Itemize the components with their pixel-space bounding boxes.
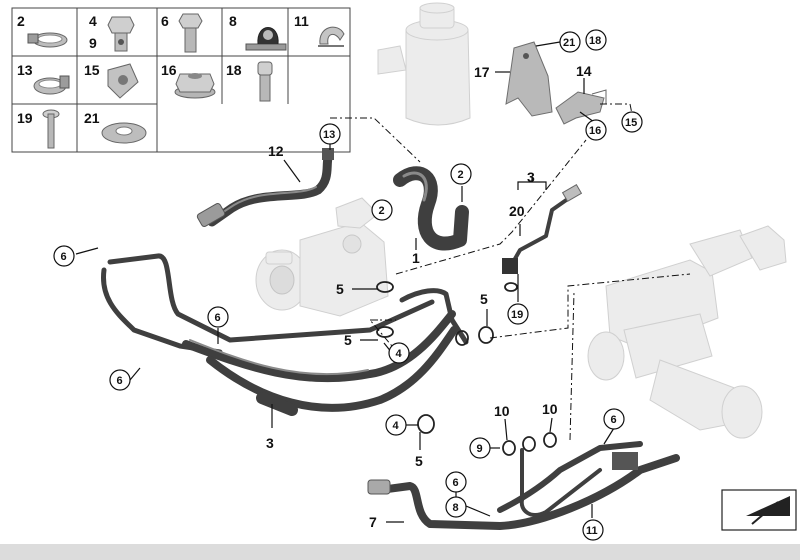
callout-3: 3 xyxy=(527,169,535,185)
callout-18: 18 xyxy=(589,35,601,47)
leaders xyxy=(75,41,615,523)
callout-13: 13 xyxy=(323,129,335,141)
callout-16: 16 xyxy=(589,125,601,137)
clip-nut-icon xyxy=(107,63,139,99)
flange-nut-icon xyxy=(174,73,216,99)
callout-5: 5 xyxy=(415,453,423,469)
callout-10: 10 xyxy=(542,401,558,417)
callout-6: 6 xyxy=(215,312,221,324)
table-num-9: 9 xyxy=(89,35,97,51)
parts-table: 2 4 9 6 8 11 xyxy=(11,7,351,153)
callout-6: 6 xyxy=(611,414,617,426)
callout-4: 4 xyxy=(396,348,403,360)
line-3-upper xyxy=(101,253,469,416)
socket-screw-icon xyxy=(257,61,273,102)
folded-corner-icon xyxy=(721,489,797,531)
callout-10: 10 xyxy=(494,403,510,419)
power-steering-pump-icon xyxy=(255,197,389,317)
table-num: 2 xyxy=(17,13,25,29)
hose-clamp-icon xyxy=(33,75,70,95)
bolt-icon xyxy=(42,109,60,149)
callout-20: 20 xyxy=(509,203,525,219)
table-num: 16 xyxy=(161,62,177,78)
callout-12: 12 xyxy=(268,143,284,159)
table-num: 4 xyxy=(89,13,97,29)
table-num: 15 xyxy=(84,62,100,78)
callout-6: 6 xyxy=(117,375,123,387)
hose-12 xyxy=(196,148,334,227)
spring-clip-icon xyxy=(318,26,345,47)
callout-2: 2 xyxy=(458,169,464,181)
bracket-icon xyxy=(505,41,553,117)
line-7 xyxy=(367,441,680,530)
callouts: 1 2 2 3 3 4 4 5 5 5 5 6 6 6 6 6 7 8 9 10… xyxy=(53,29,643,541)
callout-4: 4 xyxy=(393,420,400,432)
bottom-strip xyxy=(0,544,800,560)
rubber-mount-clip-icon xyxy=(245,27,287,51)
hose-1 xyxy=(393,166,469,251)
callout-6: 6 xyxy=(453,477,459,489)
table-num: 13 xyxy=(17,62,33,78)
pipe-20 xyxy=(502,183,583,274)
callout-19: 19 xyxy=(511,309,523,321)
steering-gear-icon xyxy=(587,225,787,439)
callout-9: 9 xyxy=(477,443,483,455)
callout-17: 17 xyxy=(474,64,490,80)
callout-8: 8 xyxy=(453,502,459,514)
dashed-leaders xyxy=(330,103,691,441)
table-num: 19 xyxy=(17,110,33,126)
reservoir-icon xyxy=(377,2,471,126)
callout-1: 1 xyxy=(412,250,420,266)
table-num: 8 xyxy=(229,13,237,29)
table-num: 11 xyxy=(294,13,309,29)
callout-5: 5 xyxy=(480,291,488,307)
hose-clamp-icon xyxy=(27,32,68,48)
table-num: 21 xyxy=(84,110,100,126)
callout-5: 5 xyxy=(336,281,344,297)
callout-5: 5 xyxy=(344,332,352,348)
hollow-bolt-icon xyxy=(107,16,135,52)
callout-7: 7 xyxy=(369,514,377,530)
hex-bolt-icon xyxy=(178,13,203,53)
callout-11: 11 xyxy=(586,525,598,537)
callout-2: 2 xyxy=(379,205,385,217)
bracket-small-icon xyxy=(555,89,607,125)
callout-21: 21 xyxy=(563,37,575,49)
table-num: 18 xyxy=(226,62,242,78)
callout-14: 14 xyxy=(576,63,592,79)
callout-15: 15 xyxy=(625,117,637,129)
callout-6: 6 xyxy=(61,251,67,263)
table-num: 6 xyxy=(161,13,169,29)
callout-3: 3 xyxy=(266,435,274,451)
washer-icon xyxy=(101,122,147,144)
